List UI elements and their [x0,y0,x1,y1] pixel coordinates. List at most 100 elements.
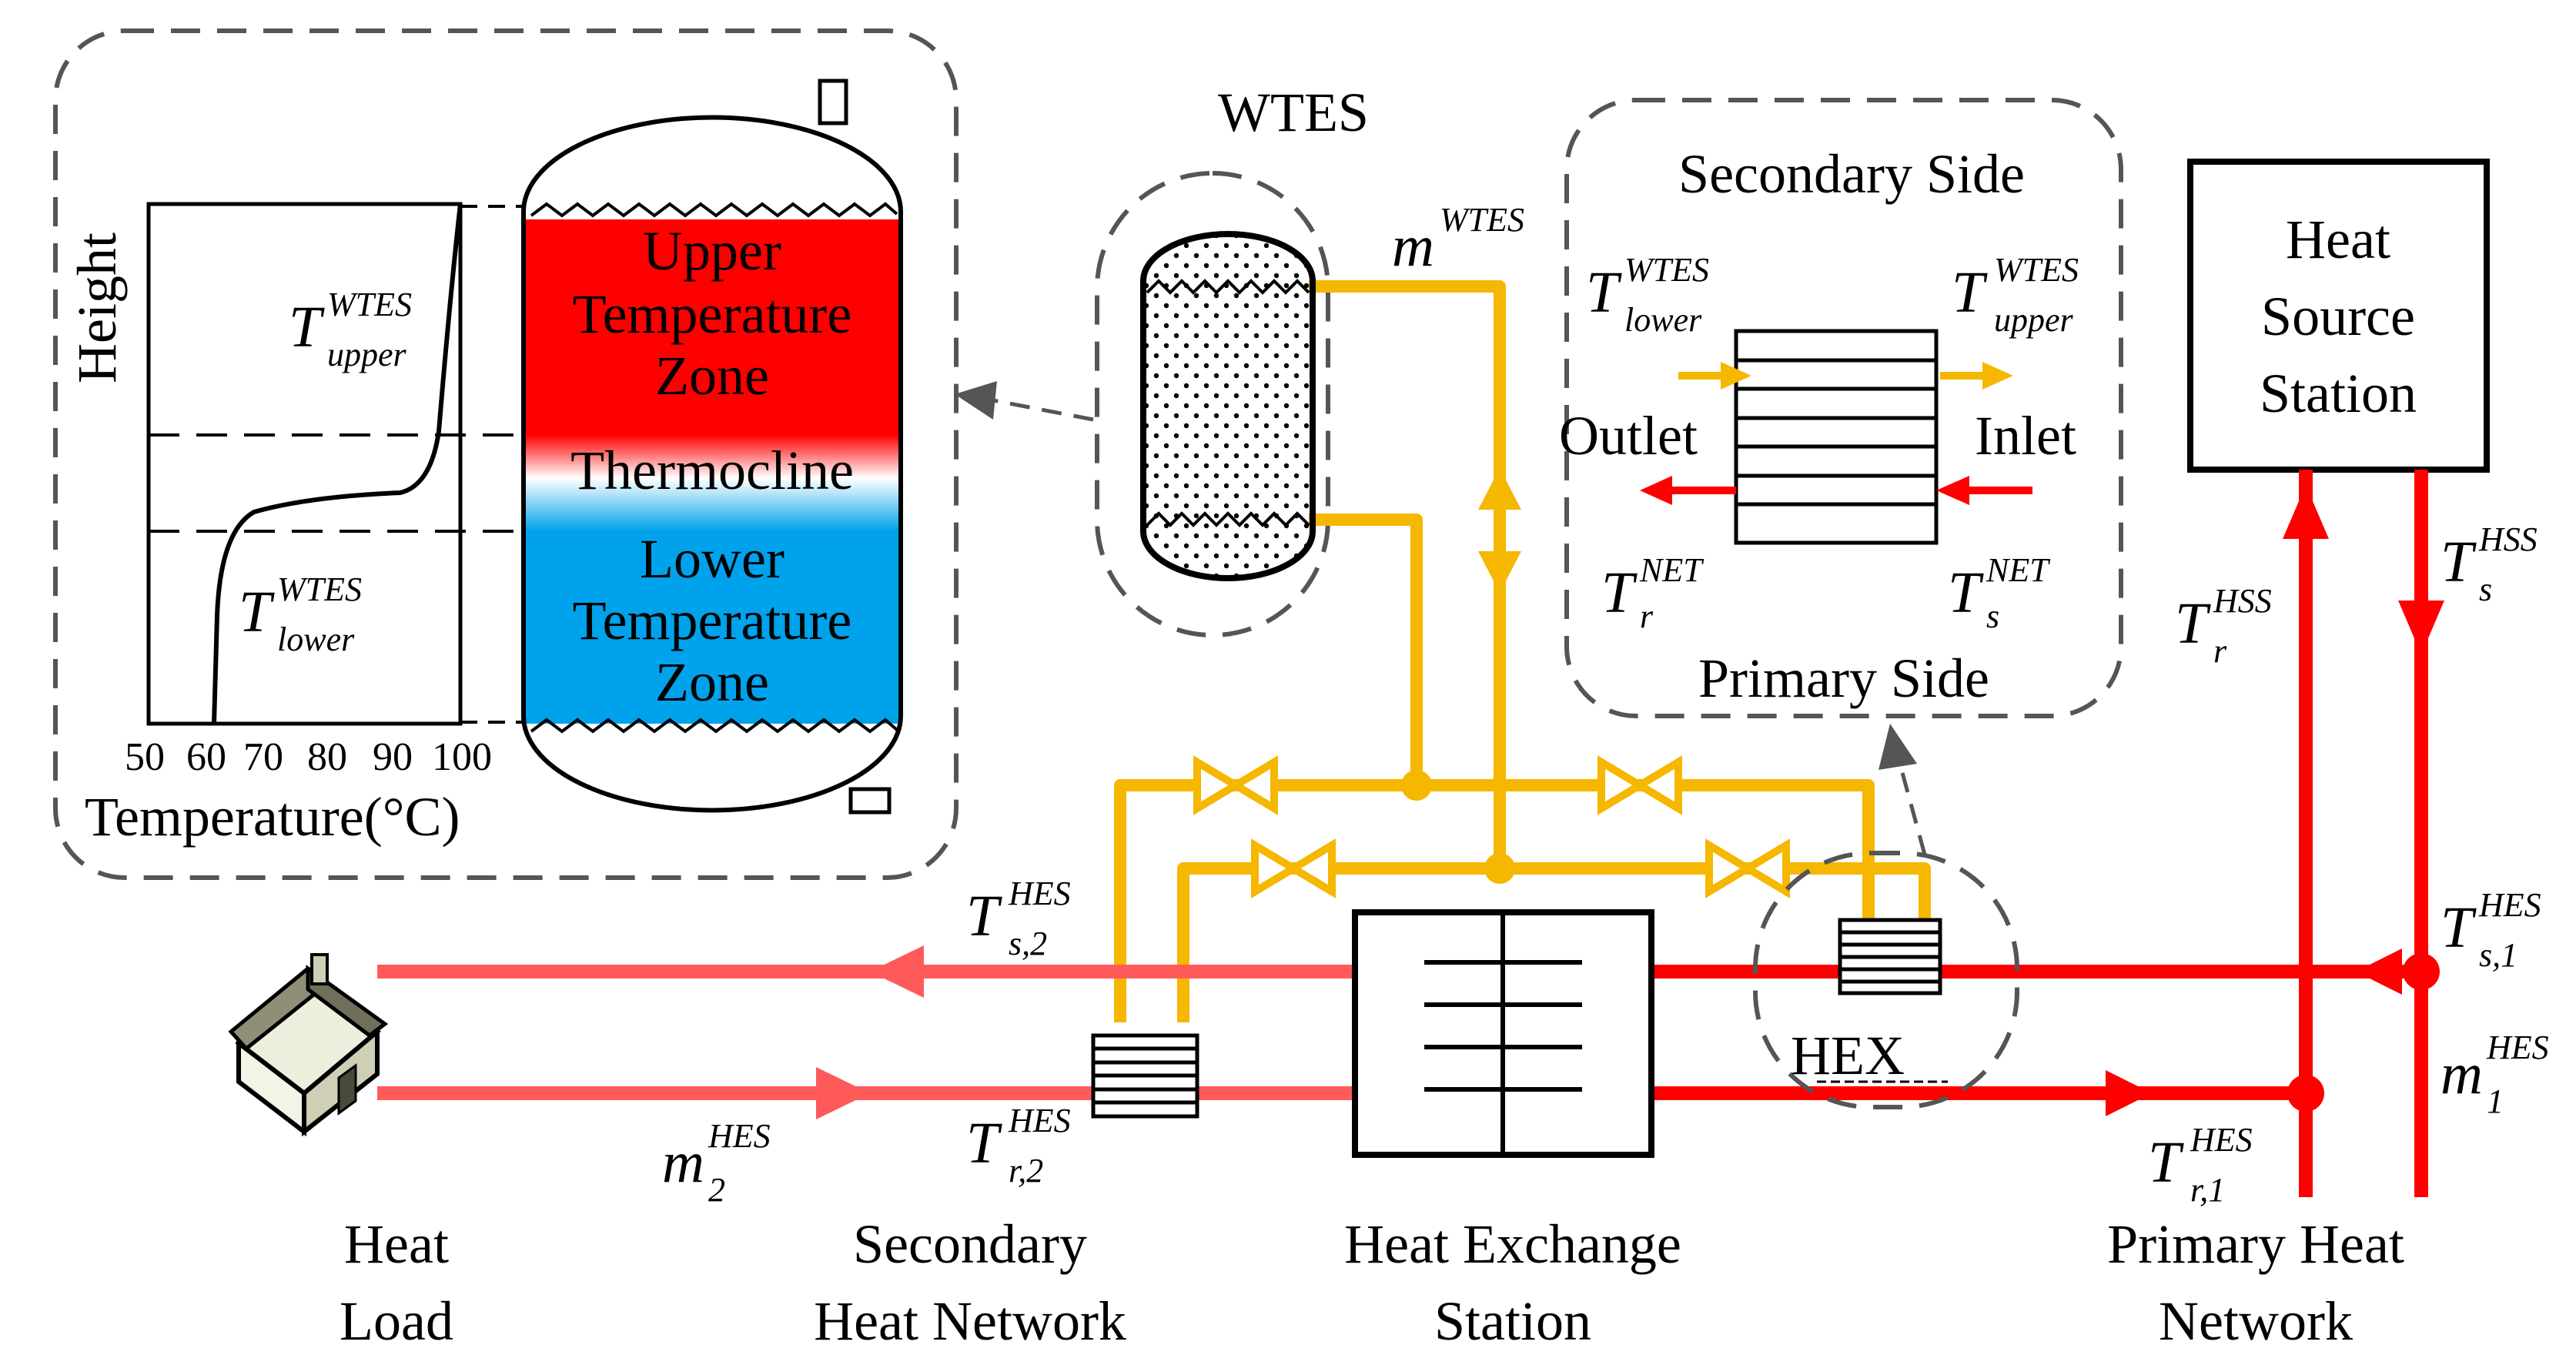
hex-t-s-net-sup: NET [1986,551,2051,589]
junction-upper [1401,770,1432,801]
t-r1-hes-sub: r,1 [2190,1171,2225,1209]
secondary-flow-arrows [816,945,924,1119]
upper-zone-label-3: Zone [655,345,769,406]
tank-shell [521,115,903,813]
wtes-top-pipe [1309,280,1506,868]
t-r-hss-sub: r [2213,632,2227,670]
valves [1193,755,1790,898]
primary-network-label-2: Network [2159,1290,2353,1352]
secondary-network-label-1: Secondary [853,1213,1087,1275]
hex-t-lower-sup: WTES [1624,251,1709,289]
t-upper-symbol: T [289,295,325,360]
valve-1 [1193,755,1278,815]
t-s-hss-symbol: T [2441,530,2477,594]
x-tick-50: 50 [125,735,165,779]
hex-t-r-net-sup: NET [1639,551,1705,589]
secondary-pipes [377,965,1355,1100]
hex-t-upper-sub: upper [1994,301,2074,339]
t-lower-sub: lower [277,621,355,658]
valve-2 [1597,755,1682,815]
upper-zone-label-2: Temperature [573,283,852,345]
hex-t-upper-sup: WTES [1994,251,2079,289]
m1-hes-symbol: m [2441,1042,2483,1106]
x-tick-90: 90 [373,735,413,779]
hex-dashed-outline [1753,851,2019,1109]
heat-source-station-box [2187,159,2490,473]
hex-t-lower-sub: lower [1624,301,1702,339]
x-axis-label: Temperature(°C) [85,786,460,848]
heat-source-label-3: Station [2260,363,2417,424]
outlet-label: Outlet [1559,405,1698,467]
valve-4 [1705,838,1790,898]
t-lower-sup: WTES [277,570,362,608]
valve-bus-lower [1177,862,1931,1022]
temperature-profile-chart: Height T WTES upper T WTES lower 50 60 7… [66,202,897,848]
hex-detail-arrows [1640,362,2032,505]
t-s1-hes-sup: HES [2478,886,2541,924]
t-r2-hes-sup: HES [1008,1102,1071,1139]
lower-zone-label-3: Zone [655,651,769,713]
t-s1-hes-symbol: T [2441,895,2477,960]
heat-load-label-2: Load [340,1290,453,1352]
t-s2-hes-sup: HES [1008,875,1071,912]
valve-3 [1251,838,1336,898]
primary-junction-supply [2403,953,2440,990]
x-tick-100: 100 [432,735,492,779]
lower-zone-label-1: Lower [640,528,785,590]
hex-label: HEX [1791,1025,1905,1086]
thermocline-label: Thermocline [570,440,854,501]
thermocline-fill [524,435,901,531]
t-lower-symbol: T [239,580,275,644]
wtes-tank-small [1140,230,1316,582]
inlet-label: Inlet [1975,405,2076,467]
hex-primary-unit [1838,918,1942,995]
t-s-hss-sup: HSS [2478,520,2538,558]
primary-junction-return [2287,1075,2324,1112]
t-upper-sub: upper [327,336,407,373]
t-s2-hes-sub: s,2 [1009,925,1047,962]
m-wtes-sup: WTES [1440,201,1524,239]
temperature-profile-curve [212,203,463,724]
primary-network-label-1: Primary Heat [2107,1213,2404,1275]
y-axis-label: Height [66,233,128,383]
heat-source-label-2: Source [2261,286,2415,347]
hex-detail-panel [1564,98,2123,718]
secondary-network-label-2: Heat Network [814,1290,1126,1352]
t-r2-hes-symbol: T [966,1111,1002,1176]
tank-bottom-nozzle [848,787,892,815]
heat-load-label-1: Heat [344,1213,449,1275]
hex-t-r-net-symbol: T [1601,560,1638,625]
t-r1-hes-sup: HES [2190,1121,2253,1159]
t-r-hss-sup: HSS [2213,582,2272,620]
hex-t-r-net-sub: r [1640,597,1654,635]
hex-t-s-net-sub: s [1986,597,1999,635]
junction-lower [1484,853,1515,884]
profile-axes-box [146,202,463,726]
heat-source-label-1: Heat [2286,209,2390,270]
hex-t-s-net-symbol: T [1948,560,1984,625]
t-s2-hes-symbol: T [966,884,1002,948]
storage-tank-large: Upper Temperature Zone Thermocline Lower… [521,79,903,815]
m2-hes-sup: HES [708,1117,771,1155]
house-icon [228,953,389,1137]
wtes-label: WTES [1218,82,1369,143]
bottom-diffuser [530,718,898,734]
hex-detail-plates [1734,329,1939,545]
t-r1-hes-symbol: T [2148,1130,2184,1195]
hex-t-lower-symbol: T [1586,260,1622,325]
primary-side-label: Primary Side [1698,647,1989,709]
primary-pipes [1651,470,2428,1197]
m2-hes-sub: 2 [708,1171,725,1209]
tank-top-nozzle [818,79,848,125]
t-upper-sup: WTES [327,286,412,323]
hex-secondary-unit [1091,1033,1199,1119]
t-r2-hes-sub: r,2 [1009,1152,1043,1189]
flow-arrows-vertical [1478,468,1521,593]
x-tick-80: 80 [307,735,347,779]
top-diffuser [530,202,898,218]
zoom-arrow-hex [1878,724,1927,855]
valve-bus-upper [1114,779,1875,1022]
m-wtes-symbol: m [1392,214,1434,279]
t-r-hss-symbol: T [2175,591,2211,656]
storage-pipes [1114,280,1931,1022]
